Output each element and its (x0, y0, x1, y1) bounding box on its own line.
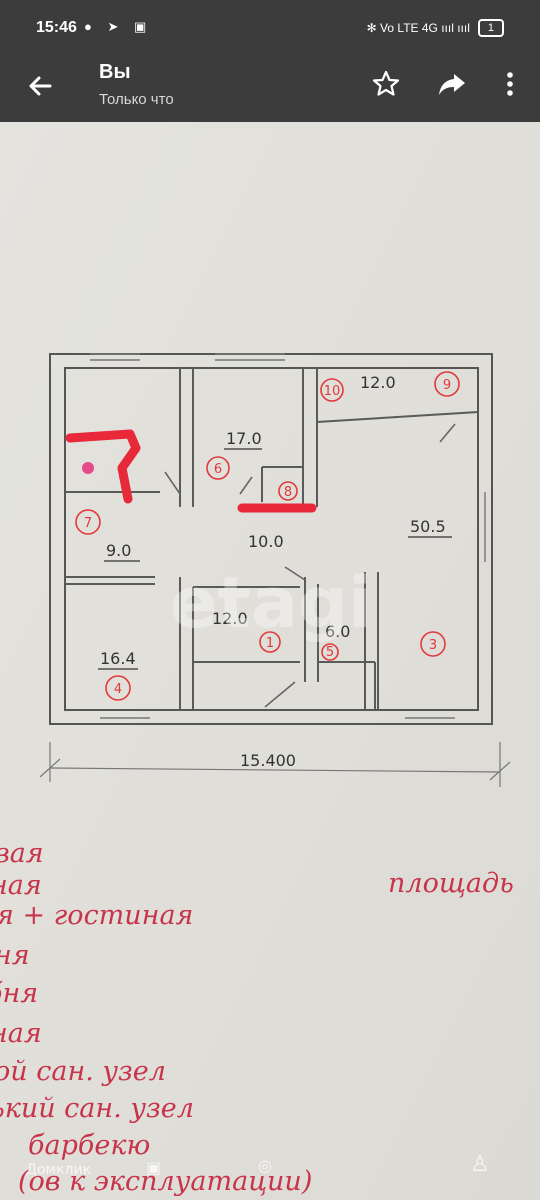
watermark-circle-icon: ◎ (258, 1156, 272, 1175)
area-room-9: 12.0 (360, 373, 396, 392)
signal-icons: ✻ Vo LTE 4G ıııl ıııl (366, 21, 470, 35)
dimension-label: 15.400 (240, 751, 296, 770)
area-hall: 10.0 (248, 532, 284, 551)
dimension-line (39, 742, 511, 787)
watermark-square-icon: ▣ (146, 1158, 162, 1177)
status-bar: 15:46 ● ➤ ▣ ✻ Vo LTE 4G ıııl ıııl 1 (0, 0, 540, 56)
area-room-6: 17.0 (226, 429, 262, 448)
battery-icon: 1 (477, 19, 504, 37)
sender-name: Вы (99, 61, 131, 83)
room-number-7: 7 (84, 516, 92, 531)
svg-text:вая: вая (0, 838, 44, 869)
floor-plan-photo[interactable]: 17.0 12.0 50.5 9.0 10.0 12.0 6.0 16.4 15… (0, 122, 540, 1200)
room-number-9: 9 (443, 378, 451, 393)
room-number-10: 10 (324, 384, 341, 399)
svg-text:ня: ня (0, 940, 30, 971)
room-number-3: 3 (429, 638, 437, 653)
watermark-figure-icon: ♙ (470, 1152, 490, 1177)
status-time: 15:46 (36, 19, 77, 36)
svg-text:ой сан. узел: ой сан. узел (0, 1056, 166, 1087)
svg-text:барбекю: барбекю (28, 1130, 150, 1161)
app-bar: Вы Только что (0, 56, 540, 122)
interior-walls (65, 368, 479, 710)
area-room-7: 9.0 (106, 541, 131, 560)
notification-icons: ● ➤ ▣ (84, 19, 153, 34)
room-number-1: 1 (266, 636, 274, 651)
windows (90, 353, 486, 719)
handwritten-notes: вая ная я + гостиная ня бня ная ой сан. … (0, 838, 514, 1197)
more-vert-icon[interactable] (494, 68, 526, 100)
area-room-3: 50.5 (410, 517, 446, 536)
svg-text:я + гостиная: я + гостиная (0, 900, 193, 931)
doors (164, 423, 456, 708)
svg-text:ная: ная (0, 1018, 42, 1049)
domclick-watermark: Домклик (26, 1162, 92, 1178)
system-icons: ✻ Vo LTE 4G ıııl ıııl 1 (367, 19, 504, 37)
star-icon[interactable] (370, 68, 402, 100)
room-number-6: 6 (214, 462, 222, 477)
area-room-1: 12.0 (212, 609, 248, 628)
svg-text:бня: бня (0, 978, 38, 1009)
area-room-5: 6.0 (325, 622, 350, 641)
sent-time: Только что (99, 91, 174, 108)
room-number-8: 8 (284, 485, 292, 500)
etagi-watermark: etagi (170, 562, 372, 644)
svg-text:ький сан. узел: ький сан. узел (0, 1093, 194, 1124)
area-room-4: 16.4 (100, 649, 136, 668)
back-arrow-icon[interactable] (24, 70, 56, 102)
room-number-4: 4 (114, 682, 122, 697)
pink-dot (82, 462, 94, 474)
svg-text:(ов к эксплуатации): (ов к эксплуатации) (18, 1166, 312, 1197)
room-number-5: 5 (326, 645, 334, 660)
svg-text:ная: ная (0, 870, 42, 901)
notes-heading: площадь (388, 868, 514, 899)
share-icon[interactable] (436, 68, 468, 100)
floor-plan-drawing: 17.0 12.0 50.5 9.0 10.0 12.0 6.0 16.4 15… (0, 122, 540, 1200)
marker-annotation (65, 429, 317, 513)
